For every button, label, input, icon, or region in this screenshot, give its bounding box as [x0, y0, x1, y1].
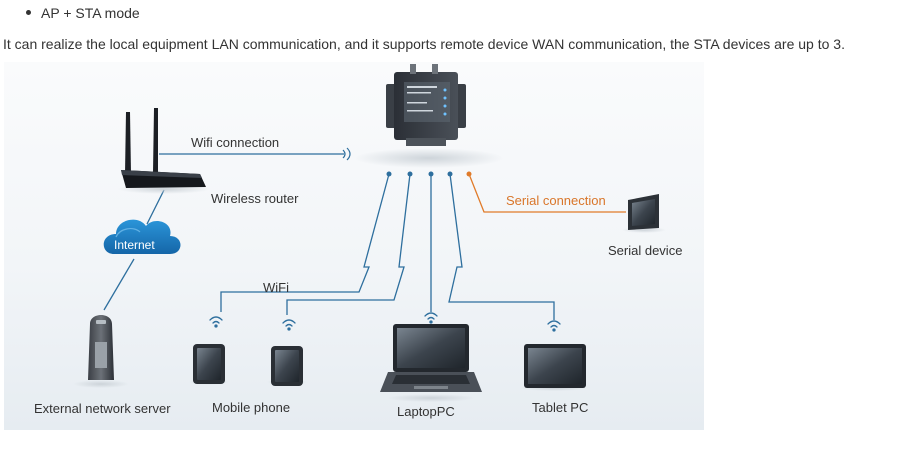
- bullet-dot: [26, 9, 31, 15]
- label-laptop-pc: LaptopPC: [397, 404, 455, 419]
- mobile-phone-1-icon: [189, 344, 229, 385]
- label-internet: Internet: [114, 238, 155, 252]
- sta-line-mobile-1: [220, 173, 390, 312]
- label-wifi: WiFi: [263, 280, 289, 295]
- module-port-dots: [386, 171, 472, 177]
- connection-lines: [103, 153, 626, 320]
- mobile-phone-2-icon: [267, 346, 307, 386]
- mode-description: It can realize the local equipment LAN c…: [3, 36, 845, 52]
- module-wifi-signal-icon: [342, 147, 351, 161]
- wifi-icon-mobile-1: [209, 316, 223, 328]
- network-diagram: Wifi connection Wireless router Internet…: [4, 62, 704, 430]
- label-mobile-phone: Mobile phone: [212, 400, 290, 415]
- wifi-icon-laptop: [424, 312, 438, 324]
- label-tablet-pc: Tablet PC: [532, 400, 588, 415]
- external-server-icon: [73, 315, 129, 388]
- cloud-server-line: [103, 258, 135, 311]
- label-wireless-router: Wireless router: [211, 191, 299, 206]
- sta-line-mobile-2: [286, 173, 411, 315]
- serial-server-module: [354, 64, 504, 168]
- wifi-signal-icons: [209, 312, 561, 332]
- label-serial-device: Serial device: [608, 243, 682, 258]
- wifi-icon-mobile-2: [282, 319, 296, 331]
- tablet-icon: [520, 344, 588, 391]
- label-wifi-connection: Wifi connection: [191, 135, 279, 150]
- wifi-icon-tablet: [547, 320, 561, 332]
- mode-title: AP + STA mode: [41, 5, 140, 21]
- internet-cloud-icon: [103, 219, 181, 254]
- serial-device-icon: [622, 194, 666, 233]
- serial-connection-line: [468, 173, 626, 213]
- mode-bullet: AP + STA mode: [26, 5, 140, 21]
- label-serial-connection: Serial connection: [506, 193, 606, 208]
- router-cloud-line: [146, 189, 165, 225]
- laptop-icon: [380, 324, 482, 402]
- wireless-router-icon: [118, 108, 210, 194]
- sta-line-tablet: [448, 173, 555, 320]
- label-external-network-server: External network server: [34, 401, 171, 416]
